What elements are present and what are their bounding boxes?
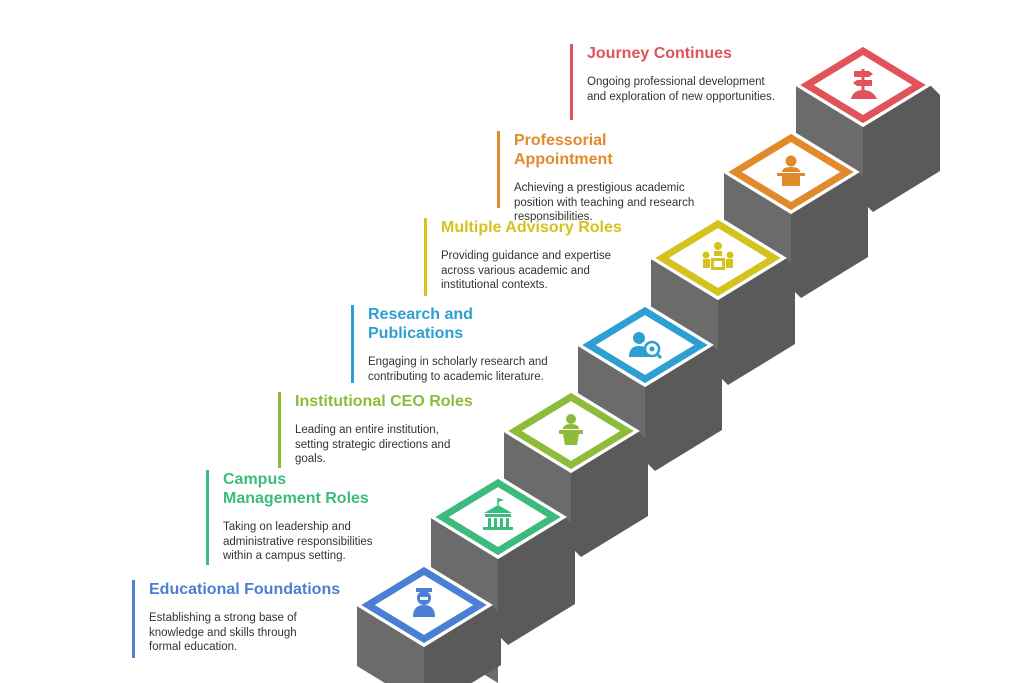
step-riser: [357, 605, 424, 683]
step-side-wall: [863, 85, 940, 212]
step-side-wall: [498, 517, 575, 645]
step-description: Leading an entire institution, setting s…: [295, 424, 451, 465]
step-title: Multiple Advisory Roles: [441, 219, 622, 236]
step-description: Establishing a strong base of knowledge …: [149, 612, 297, 653]
step-title: Institutional CEO Roles: [295, 393, 473, 410]
signpost-icon: [851, 69, 877, 99]
step-side-wall: [645, 345, 722, 471]
researcher-search-icon: [629, 332, 663, 360]
step-side-wall: [791, 172, 868, 298]
step-professorial-appointment: [722, 129, 868, 336]
student-icon: [413, 588, 435, 617]
step-description: Ongoing professional development and exp…: [587, 76, 775, 103]
step-side-wall: [718, 258, 795, 385]
step-side-wall: [571, 431, 648, 557]
step-description: Providing guidance and expertise across …: [441, 250, 612, 291]
step-description: Taking on leadership and administrative …: [223, 521, 373, 562]
lecturer-icon: [777, 155, 805, 186]
step-title: Journey Continues: [587, 45, 732, 62]
meeting-group-icon: [702, 242, 734, 270]
campus-building-icon: [483, 498, 513, 530]
step-description: Engaging in scholarly research and contr…: [368, 356, 548, 383]
step-educational-foundations: [355, 562, 501, 683]
step-description: Achieving a prestigious academic positio…: [514, 182, 695, 223]
speaker-podium-icon: [559, 414, 583, 445]
step-side-wall: [424, 605, 501, 683]
step-title: Research and Publications: [368, 306, 473, 342]
step-title: Campus Management Roles: [223, 471, 369, 507]
step-title: Professorial Appointment: [514, 132, 613, 168]
step-title: Educational Foundations: [149, 581, 341, 598]
